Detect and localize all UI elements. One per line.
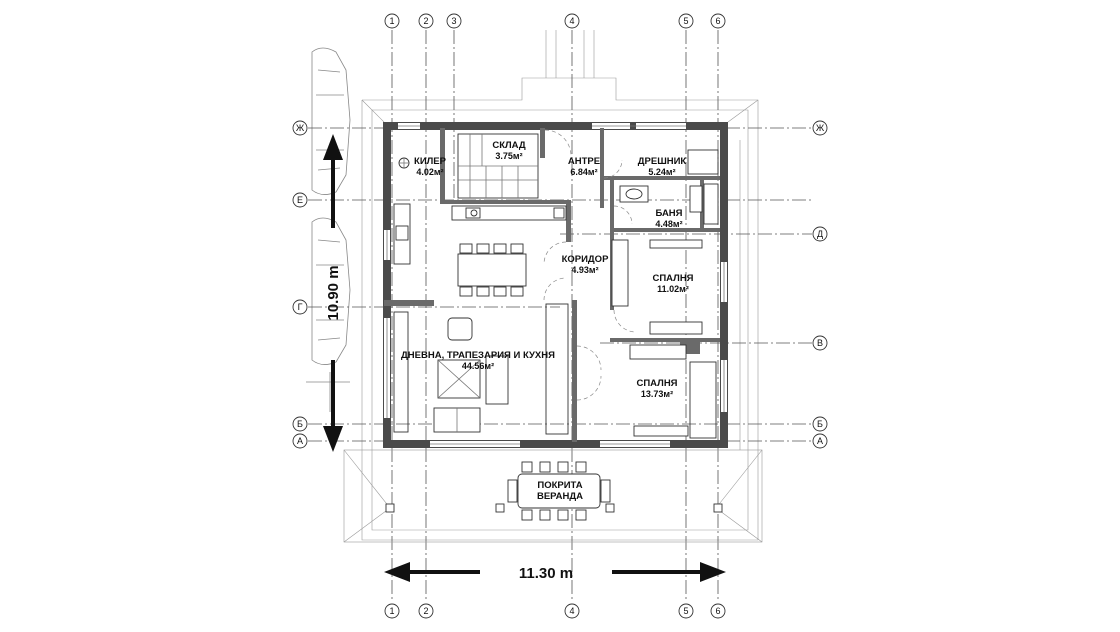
axis-label: Е <box>297 195 303 205</box>
dining-table <box>457 243 527 297</box>
dimension-width-label: 11.30 m <box>519 565 573 582</box>
veranda-label-line2: ВЕРАНДА <box>537 491 583 502</box>
axis-label: 1 <box>389 16 394 26</box>
room-name-dreshnik: ДРЕШНИК <box>638 156 687 167</box>
room-area-kiler: 4.02м² <box>416 167 443 177</box>
room-labels: СКЛАД 3.75м² КИЛЕР 4.02м² АНТРЕ 6.84м² Д… <box>401 140 694 502</box>
axis-label: 3 <box>451 16 456 26</box>
room-area-spalnya-2: 13.73м² <box>641 389 673 399</box>
living-furniture <box>393 303 569 435</box>
exterior-walls <box>383 122 728 448</box>
room-name-dnevna: ДНЕВНА, ТРАПЕЗАРИЯ И КУХНЯ <box>401 350 555 361</box>
axis-label: Ж <box>296 123 305 133</box>
covered-veranda <box>343 449 763 543</box>
axis-label: Б <box>817 419 823 429</box>
grid-bubbles-right: Ж Д В Б А <box>812 120 828 449</box>
axis-label: 5 <box>683 16 688 26</box>
axis-label: Б <box>297 419 303 429</box>
staircase <box>457 133 539 199</box>
parked-cars <box>306 47 351 412</box>
room-name-antre: АНТРЕ <box>568 156 600 167</box>
dimension-width: 11.30 m <box>384 562 726 582</box>
axis-label: А <box>817 436 823 446</box>
room-area-sklad: 3.75м² <box>495 151 522 161</box>
room-name-sklad: СКЛАД <box>492 140 526 151</box>
room-name-spalnya-2: СПАЛНЯ <box>636 378 677 389</box>
room-name-koridor: КОРИДОР <box>562 254 610 265</box>
room-area-dnevna: 44.56м² <box>462 361 494 371</box>
room-name-kiler: КИЛЕР <box>414 156 447 167</box>
bathroom-fixtures <box>619 149 719 225</box>
axis-label: 2 <box>423 606 428 616</box>
dimension-depth-label: 10.90 m <box>325 265 342 320</box>
room-area-koridor: 4.93м² <box>571 265 598 275</box>
veranda-label-line1: ПОКРИТА <box>537 480 582 491</box>
axis-label: 4 <box>569 16 574 26</box>
room-area-spalnya-1: 11.02м² <box>657 284 689 294</box>
grid-bubbles-top: 1 2 3 4 5 6 <box>384 13 726 29</box>
grid-bubbles-left: Ж Е Г Б А <box>292 120 308 449</box>
axis-label: 6 <box>715 16 720 26</box>
axis-label: Ж <box>816 123 825 133</box>
room-name-banya: БАНЯ <box>655 208 682 219</box>
axis-label: Д <box>817 229 823 239</box>
dimension-depth: 10.90 m <box>323 134 343 452</box>
door-swings <box>543 129 637 401</box>
axis-label: Г <box>298 302 303 312</box>
room-name-spalnya-1: СПАЛНЯ <box>652 273 693 284</box>
axis-label: В <box>817 338 823 348</box>
room-area-dreshnik: 5.24м² <box>648 167 675 177</box>
axis-label: 6 <box>715 606 720 616</box>
kitchen-counter <box>393 203 567 265</box>
axis-label: 2 <box>423 16 428 26</box>
axis-label: А <box>297 436 303 446</box>
room-area-antre: 6.84м² <box>570 167 597 177</box>
pantry-symbol <box>398 157 410 169</box>
axis-label: 1 <box>389 606 394 616</box>
axis-label: 5 <box>683 606 688 616</box>
bedroom-furniture <box>611 239 717 439</box>
roof-outline <box>361 30 759 541</box>
room-area-banya: 4.48м² <box>655 219 682 229</box>
grid-bubbles-bottom: 1 2 4 5 6 <box>384 603 726 619</box>
axis-label: 4 <box>569 606 574 616</box>
